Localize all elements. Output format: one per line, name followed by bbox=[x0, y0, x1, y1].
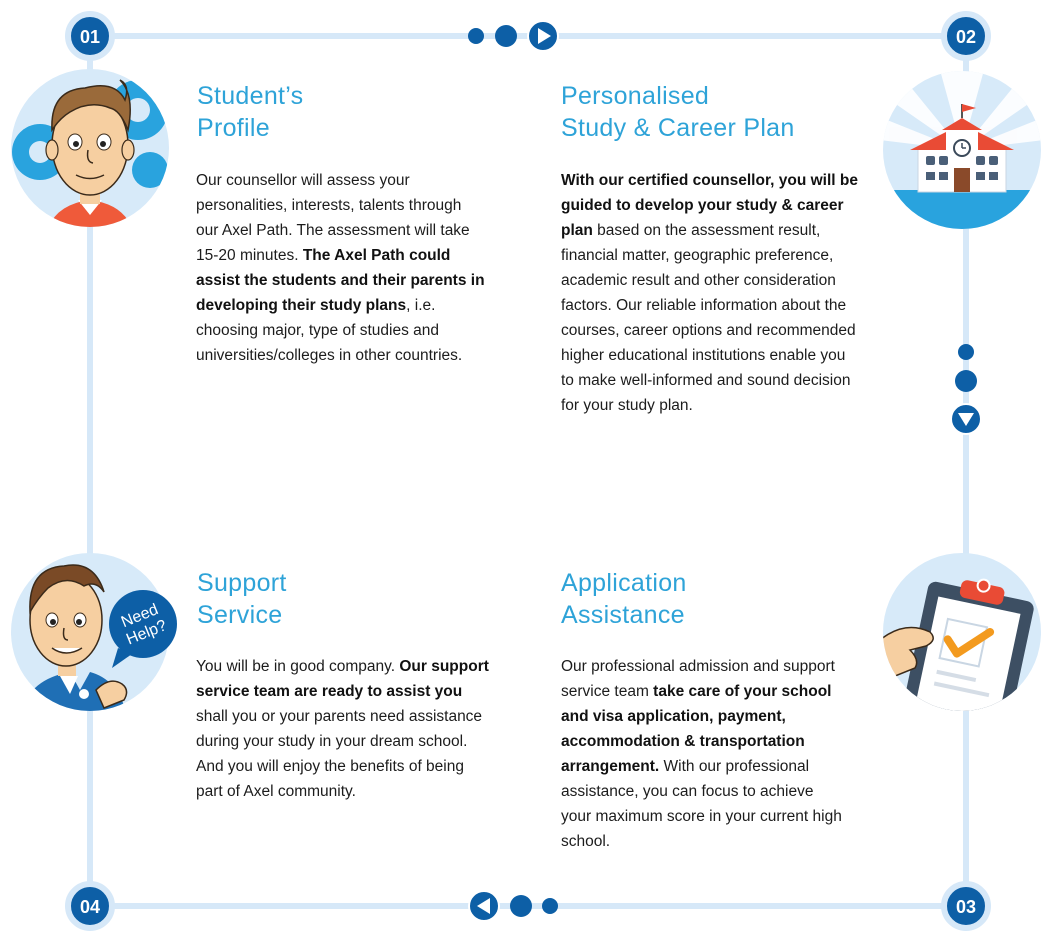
body-bold-run: Our support service team are ready to as… bbox=[196, 658, 489, 700]
step-01-title-line2: Profile bbox=[197, 114, 270, 142]
step-02-title-line1: Personalised bbox=[561, 82, 710, 110]
step-02-body: With our certified counsellor, you will … bbox=[561, 168, 861, 418]
support-person-icon: Need Help? bbox=[11, 553, 177, 711]
step-03-body: Our professional admission and support s… bbox=[561, 654, 846, 854]
dot-medium bbox=[495, 25, 517, 47]
step-04-body: You will be in good company. Our support… bbox=[196, 654, 491, 804]
body-text-run: Our counsellor will assess your personal… bbox=[196, 172, 470, 264]
body-bold-run: take care of your school and visa applic… bbox=[561, 683, 832, 775]
dot-small bbox=[468, 28, 484, 44]
body-text-run: You will be in good company. bbox=[196, 658, 400, 675]
badge-02: 02 bbox=[941, 11, 991, 61]
badge-03: 03 bbox=[941, 881, 991, 931]
svg-text:02: 02 bbox=[956, 27, 976, 47]
step-04-title: Support Service bbox=[197, 567, 287, 631]
step-03-title: Application Assistance bbox=[561, 567, 687, 631]
step-03-title-line1: Application bbox=[561, 569, 687, 597]
body-text-run: , i.e. choosing major, type of studies a… bbox=[196, 297, 463, 364]
dot-medium bbox=[955, 370, 977, 392]
top-arrow-group bbox=[468, 20, 559, 52]
step-03-title-line2: Assistance bbox=[561, 601, 685, 629]
step-01-body: Our counsellor will assess your personal… bbox=[196, 168, 486, 368]
step-02-title-line2: Study & Career Plan bbox=[561, 114, 795, 142]
body-text-run: shall you or your parents need assistanc… bbox=[196, 708, 483, 800]
body-text-run: Our professional admission and support s… bbox=[561, 658, 835, 700]
step-01-title: Student’s Profile bbox=[197, 80, 303, 144]
dot-medium bbox=[510, 895, 532, 917]
bottom-arrow-group bbox=[468, 890, 558, 922]
body-text-run: With our professional assistance, you ca… bbox=[561, 758, 842, 850]
speech-bubble: Need Help? bbox=[109, 590, 177, 668]
student-gear-icon bbox=[11, 69, 169, 227]
dot-small bbox=[958, 344, 974, 360]
dot-small bbox=[542, 898, 558, 914]
arrow-left-glyph bbox=[477, 898, 490, 914]
arrow-right-glyph bbox=[538, 28, 551, 44]
step-02-title: Personalised Study & Career Plan bbox=[561, 80, 795, 144]
step-01-title-line1: Student’s bbox=[197, 82, 304, 110]
right-arrow-group bbox=[950, 344, 982, 435]
badge-01: 01 bbox=[65, 11, 115, 61]
clipboard-check-icon bbox=[883, 553, 1041, 711]
step-04-title-line1: Support bbox=[197, 569, 287, 597]
badge-04: 04 bbox=[65, 881, 115, 931]
svg-text:04: 04 bbox=[80, 897, 100, 917]
svg-text:03: 03 bbox=[956, 897, 976, 917]
body-bold-run: The Axel Path could assist the students … bbox=[196, 247, 485, 314]
body-bold-run: With our certified counsellor, you will … bbox=[561, 172, 858, 239]
svg-text:01: 01 bbox=[80, 27, 100, 47]
step-04-title-line2: Service bbox=[197, 601, 283, 629]
arrow-down-glyph bbox=[958, 413, 974, 426]
school-building-icon bbox=[883, 71, 1041, 229]
body-text-run: based on the assessment result, financia… bbox=[561, 222, 856, 414]
